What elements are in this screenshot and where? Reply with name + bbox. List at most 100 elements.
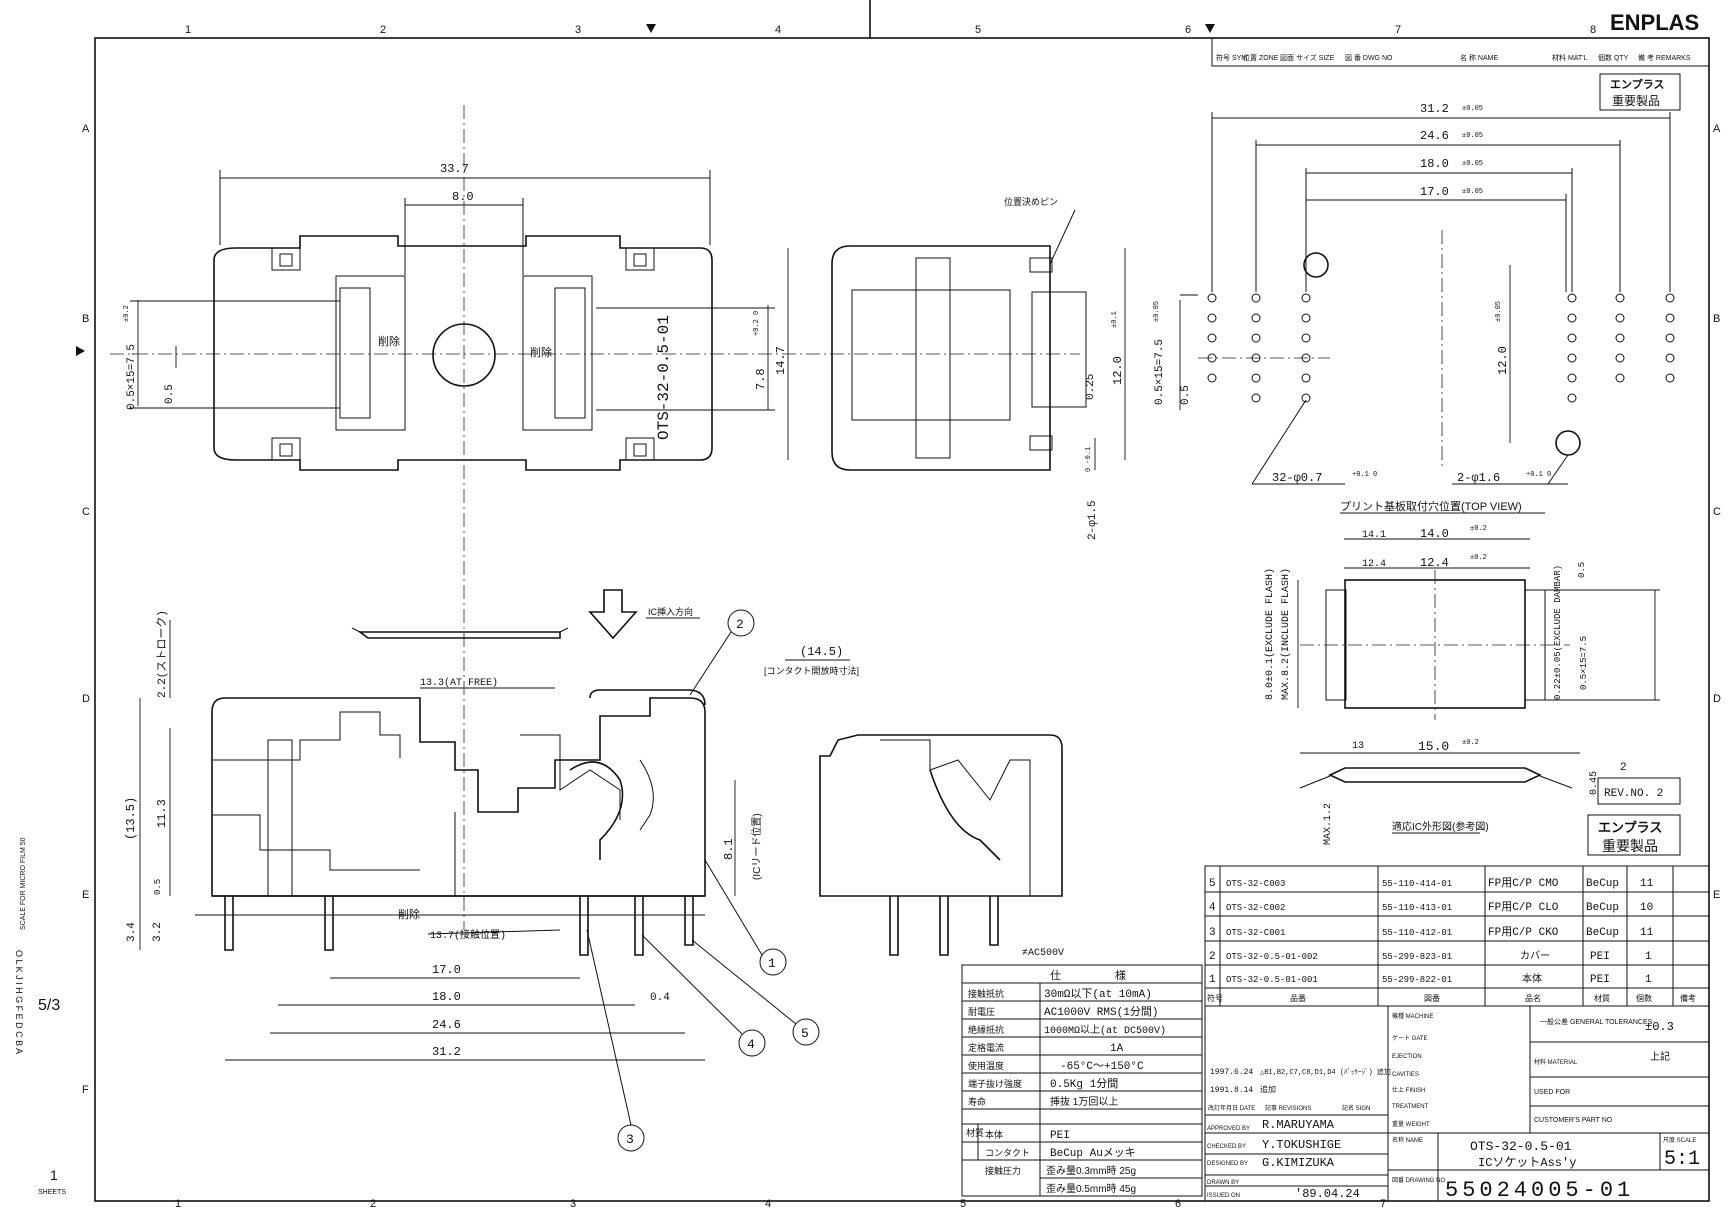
spec-mat-k-1: コンタクト xyxy=(985,1148,1030,1158)
spec-mat-label: 材質 xyxy=(966,1127,984,1138)
stamp-top-line: エンプラス xyxy=(1610,77,1664,91)
ic-caption: 適応IC外形図(参考図) xyxy=(1392,820,1489,833)
pt-h-rem: 備考 xyxy=(1680,993,1696,1003)
tb-checked-v: Y.TOKUSHIGE xyxy=(1262,1138,1341,1152)
fv-ic-package xyxy=(357,631,561,639)
balloon-4-label: 4 xyxy=(747,1037,755,1052)
sv-dim-12: 12.0 xyxy=(1111,356,1125,385)
spec-v-2: 1000MΩ以上(at DC500V) xyxy=(1044,1024,1166,1037)
sv-outline xyxy=(831,245,1051,471)
tv-dim-height: 14.7 xyxy=(774,346,788,375)
fv-dim-32: 3.2 xyxy=(152,922,164,942)
tb-cust-k: CUSTOMER'S PART NO xyxy=(1534,1117,1613,1124)
pt-dwg-2: OTS-32-C001 xyxy=(1226,928,1285,938)
tb-designed-v: G.KIMIZUKA xyxy=(1262,1156,1335,1170)
tb-rev-date-label: 改訂年月日 DATE xyxy=(1208,1104,1255,1112)
zone-col-6: 6 xyxy=(1185,24,1191,36)
fv-dim-22: 2.2(ストローク) xyxy=(155,610,169,698)
tb-designed-k: DESIGNED BY xyxy=(1207,1161,1248,1167)
pcb-dim-05: 0.5 xyxy=(1180,385,1192,405)
balloon-5-label: 5 xyxy=(801,1026,809,1041)
fv-dim-145: (14.5) xyxy=(800,645,843,659)
tv-dim-overall: 33.7 xyxy=(440,162,469,176)
center-arrow-left xyxy=(76,346,85,356)
rh-size: 図面 サイズ SIZE xyxy=(1280,53,1335,62)
important-stamp-lower: エンプラス 重要製品 xyxy=(1587,814,1681,856)
pt-mat-4: PEI xyxy=(1590,974,1610,986)
pcb-dim-12-tol: ±0.05 xyxy=(1495,301,1503,322)
tb-rev-desc-label: 記事 REVISIONS xyxy=(1265,1104,1311,1112)
spec-k-2: 絶縁抵抗 xyxy=(968,1024,1004,1035)
fv-dim-81-note: (ICリード位置) xyxy=(750,813,763,880)
top-view: 33.7 8.0 削除 削除 OTS-32-0.5-01 0.5×15=7.5 … xyxy=(123,162,789,471)
tb-dwg-v: 55024005-01 xyxy=(1445,1178,1634,1203)
zone-row-d: D xyxy=(82,693,90,705)
sv-pin-leads xyxy=(1031,291,1087,408)
ic-dim-12-tol: ±0.2 xyxy=(1470,554,1487,562)
tv-body-outline xyxy=(213,235,713,471)
spec-force-k: 接触圧力 xyxy=(985,1165,1021,1176)
zone-rows-right: A B C D E xyxy=(1713,123,1721,901)
spec-k-0: 接触抵抗 xyxy=(968,988,1004,999)
pt-part-1: 55-110-413-01 xyxy=(1382,903,1452,913)
pt-dwg-3: OTS-32-0.5-01-002 xyxy=(1226,952,1318,962)
pt-no-3: 2 xyxy=(1209,951,1216,963)
balloon-4 xyxy=(738,1029,766,1057)
ic-dim-14: 14.0 xyxy=(1420,527,1449,541)
zone-row-a: A xyxy=(82,123,90,135)
ic-dim-13: 13 xyxy=(1352,741,1364,752)
tv-dim-7-8: 7.8 xyxy=(754,368,768,390)
tv-dim-7-8-tol: +0.2 0 xyxy=(753,311,761,336)
zone-row-a-right: A xyxy=(1713,123,1721,135)
ic-dim-max12: MAX.1.2 xyxy=(1323,803,1334,845)
tb-name-k: 名称 NAME xyxy=(1392,1136,1423,1144)
spec-v-3: 1A xyxy=(1110,1043,1124,1055)
drawing-frame xyxy=(94,37,1710,1202)
spec-k-3: 定格電流 xyxy=(968,1042,1004,1053)
tb-rev-date-1: 1991.8.14 xyxy=(1210,1086,1253,1095)
spec-k-6: 寿命 xyxy=(968,1096,986,1107)
fv-note-strike: 13.7(接触位置) xyxy=(430,928,506,942)
balloon-1 xyxy=(759,948,787,976)
ic-dim-045: 0.45 xyxy=(1589,771,1600,795)
pt-name-3: カバー xyxy=(1520,950,1550,962)
pcb-dim-12: 12.0 xyxy=(1496,346,1510,375)
tb-name-v2: ICソケットAss'y xyxy=(1478,1155,1576,1170)
tv-part-text: OTS-32-0.5-01 xyxy=(655,315,673,440)
tb-scale-v: 5:1 xyxy=(1664,1148,1700,1171)
ic-dim-14-1: 14.1 xyxy=(1362,530,1386,541)
balloon-1-label: 1 xyxy=(768,956,776,971)
title-block: 1997.6.24 △B1,B2,C7,C8,D1,D4 (ﾊﾟｯｹｰｼﾞ) 追… xyxy=(1204,1005,1710,1203)
center-arrow-top-right xyxy=(1205,24,1215,33)
pcb-holes xyxy=(1207,293,1675,403)
ic-dim-05: 0.5 xyxy=(1577,562,1587,578)
spec-k-5: 端子抜け強度 xyxy=(968,1078,1022,1089)
parts-table: 5 OTS-32-C003 55-110-414-01 FP用C/P CMO B… xyxy=(1204,865,1710,1007)
pt-name-1: FP用C/P CLO xyxy=(1488,901,1559,914)
pt-mat-1: BeCup xyxy=(1586,902,1619,914)
ic-side-profile xyxy=(1328,767,1542,783)
ic-right-2: 0.5×15=7.5 xyxy=(1579,636,1589,690)
fv-balloons: 2 1 3 4 5 xyxy=(586,609,820,1152)
stamp-lower-bottom: 重要製品 xyxy=(1602,838,1658,854)
zone-col-5: 5 xyxy=(975,24,981,36)
tb-finish: 仕上 FINISH xyxy=(1392,1086,1425,1094)
pt-dwg-1: OTS-32-C002 xyxy=(1226,903,1285,913)
spec-v-0: 30mΩ以下(at 10mA) xyxy=(1044,988,1152,1001)
zone-row-d-right: D xyxy=(1713,693,1721,705)
pt-qty-0: 11 xyxy=(1640,878,1654,890)
pt-no-4: 1 xyxy=(1209,974,1216,986)
zone-row-b-right: B xyxy=(1713,313,1720,325)
zone-numbers-top: 1 2 3 4 5 6 7 8 xyxy=(185,24,1596,36)
fv-dim-170: 17.0 xyxy=(432,963,461,977)
sv-dim-025: 0.25 xyxy=(1085,374,1097,400)
pt-part-4: 55-299-822-01 xyxy=(1382,975,1452,985)
zone-col-6-bottom: 6 xyxy=(1175,1198,1181,1208)
spec-force-1: 歪み量0.5mm時 45g xyxy=(1046,1183,1136,1195)
pcb-locating-hole-2 xyxy=(1555,430,1581,456)
sv-dim-hole: 2-φ1.5 xyxy=(1087,500,1099,540)
fv-insert-label: IC挿入方向 xyxy=(648,606,693,617)
spec-v-1: AC1000V RMS(1分間) xyxy=(1044,1005,1158,1019)
balloon-2-label: 2 xyxy=(736,617,744,632)
